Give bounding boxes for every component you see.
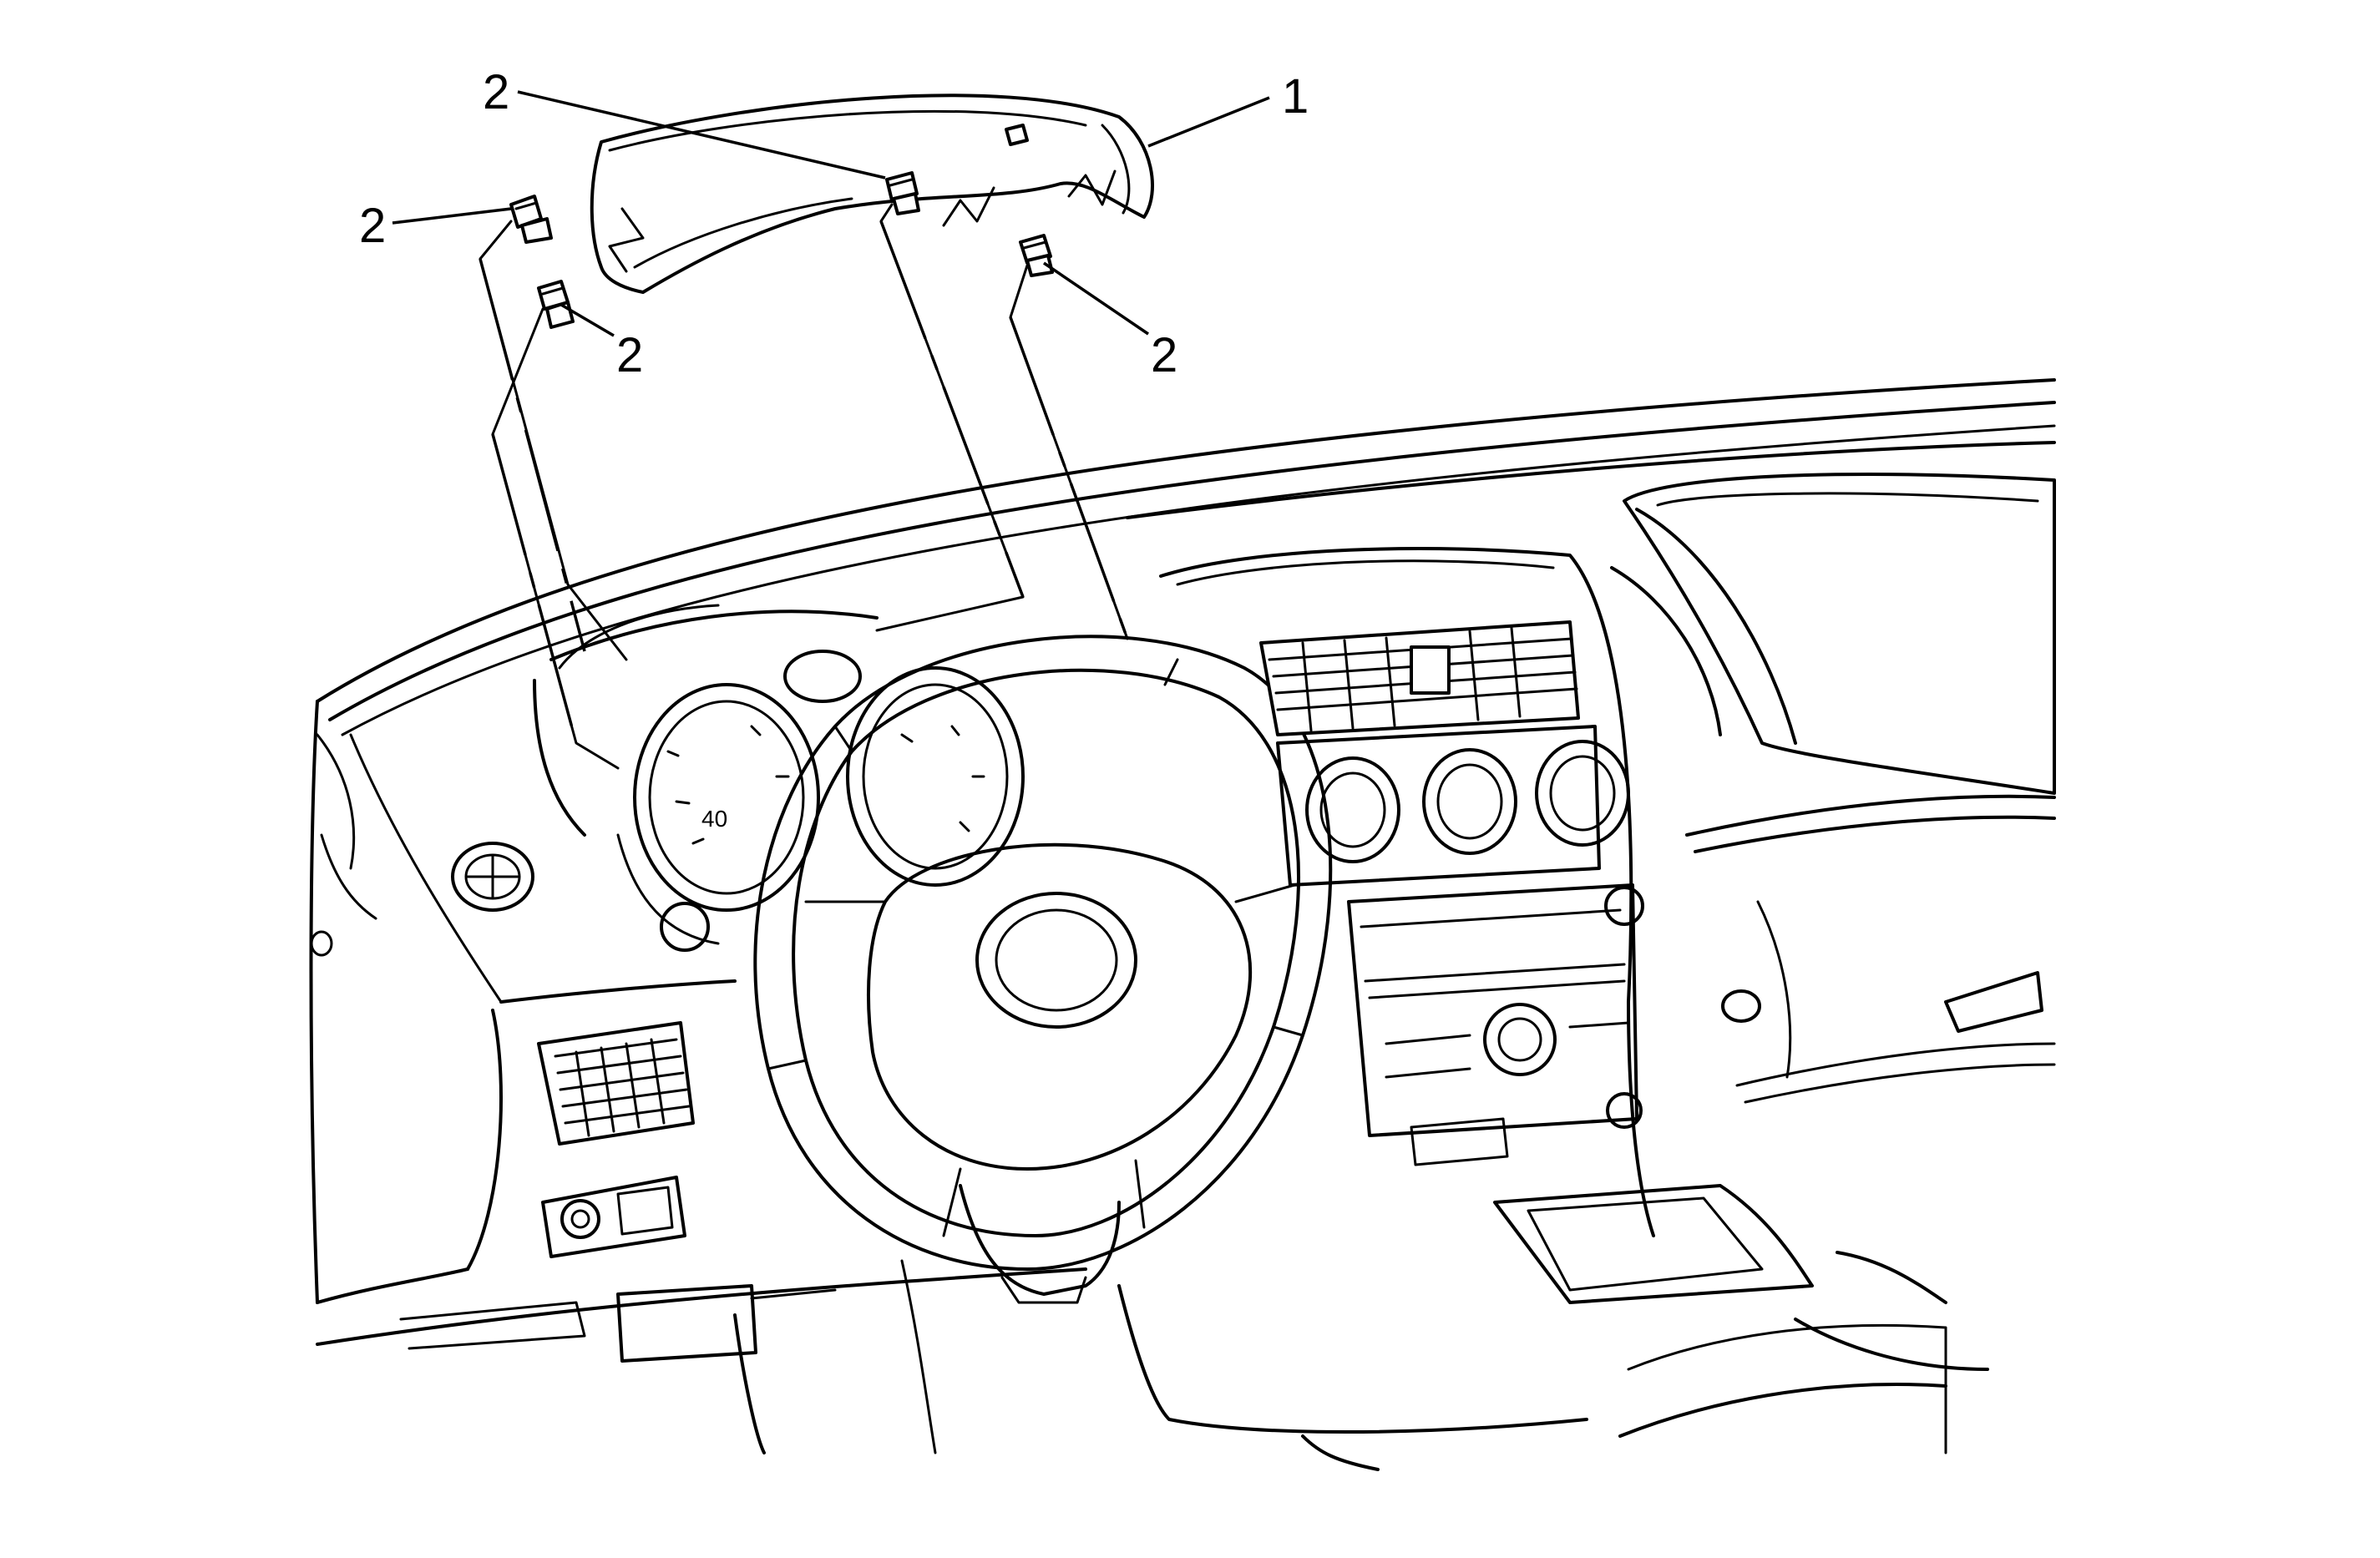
retainer-clip-4 [1019, 234, 1054, 277]
instrument-cluster: 40 [533, 604, 1025, 952]
callouts: 1 2 2 2 2 [359, 65, 1309, 382]
svg-text:40: 40 [701, 806, 727, 832]
callout-1: 1 [1282, 69, 1309, 124]
instrument-panel-outline [309, 378, 2056, 1346]
dash-emblem [451, 842, 534, 912]
callout-2-right: 2 [1151, 328, 1177, 382]
callout-2-lower-left: 2 [616, 328, 643, 382]
retainer-clip-3 [885, 171, 920, 215]
cluster-trim-pad [590, 94, 1154, 294]
left-air-vent [537, 1021, 695, 1146]
retainer-clip-5 [1005, 124, 1029, 146]
lower-dash-left [399, 1284, 837, 1454]
headlamp-switch [541, 1176, 686, 1258]
retainer-clip-2 [537, 280, 575, 329]
right-dash [1610, 473, 2056, 1454]
lower-dash-center [900, 1259, 1947, 1471]
retainer-clip-1 [509, 195, 553, 244]
alignment-lines [479, 203, 1129, 770]
callout-2-top: 2 [483, 65, 509, 119]
center-stack [1159, 547, 1814, 1304]
steering-wheel [753, 635, 1333, 1296]
callout-2-left: 2 [359, 199, 386, 253]
